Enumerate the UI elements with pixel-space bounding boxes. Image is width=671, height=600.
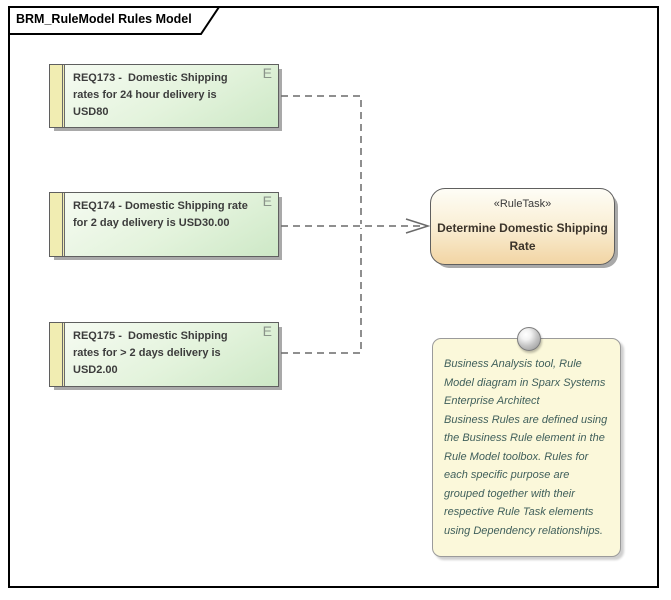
note-paragraph-1: Business Analysis tool, Rule Model diagr… [444,358,606,407]
requirement-body: REQ175 - Domestic Shipping rates for > 2… [65,323,278,386]
requirement-req175[interactable]: REQ175 - Domestic Shipping rates for > 2… [49,322,279,387]
external-requirement-icon: E [262,323,272,339]
requirement-body: REQ173 - Domestic Shipping rates for 24 … [65,65,278,127]
requirement-side-strip [50,193,65,256]
requirement-body: REQ174 - Domestic Shipping rate for 2 da… [65,193,278,256]
requirement-req173[interactable]: REQ173 - Domestic Shipping rates for 24 … [49,64,279,128]
note-paragraph-2: Business Rules are defined using the Bus… [444,413,608,537]
ruletask-stereotype: «RuleTask» [493,198,552,210]
external-requirement-icon: E [262,193,272,209]
requirement-text: REQ175 - Domestic Shipping rates for > 2… [73,330,231,376]
frame-label-shape [8,6,221,35]
note-pin-sphere-icon [517,327,541,351]
diagram-frame: BRM_RuleModel Rules Model [8,6,659,588]
dependency-arrowhead-icon [405,218,431,234]
requirement-text: REQ174 - Domestic Shipping rate for 2 da… [73,200,251,229]
dependency-connector-req173[interactable] [281,95,362,224]
dependency-connector-req175[interactable] [281,228,362,354]
requirement-side-strip [50,65,65,127]
requirement-req174[interactable]: REQ174 - Domestic Shipping rate for 2 da… [49,192,279,257]
ruletask-determine-domestic-shipping-rate[interactable]: «RuleTask» Determine Domestic Shipping R… [430,188,615,265]
ruletask-name: Determine Domestic Shipping Rate [437,221,608,253]
note-element[interactable]: Business Analysis tool, Rule Model diagr… [432,327,621,557]
requirement-text: REQ173 - Domestic Shipping rates for 24 … [73,72,231,118]
external-requirement-icon: E [262,65,272,81]
diagram-title: BRM_RuleModel Rules Model [16,12,192,26]
requirement-side-strip [50,323,65,386]
